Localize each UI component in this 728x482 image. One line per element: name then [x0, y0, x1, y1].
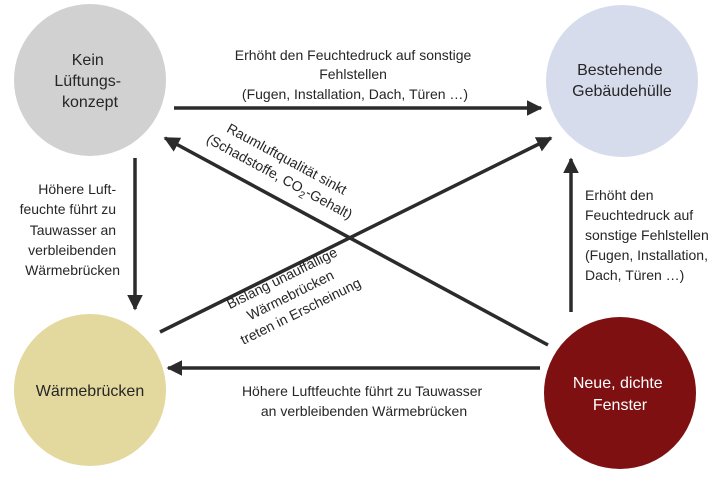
- edge-label-line: Höhere Luft-: [38, 181, 116, 197]
- node-label-line: Gebäudehülle: [572, 83, 672, 100]
- edge-label-line: Erhöht den: [585, 187, 654, 203]
- edge-label-line: Dach, Türen …): [585, 267, 684, 283]
- node-label-line: Lüftungs-: [54, 73, 121, 90]
- edge-label-line: Erhöht den Feuchtedruck auf sonstige: [235, 47, 472, 63]
- edge-label-line: Höhere Luftfeuchte führt zu Tauwasser: [242, 383, 483, 399]
- node-label-line: konzept: [62, 94, 119, 111]
- node-label-line: Wärmebrücken: [36, 383, 144, 400]
- node-label-line: Bestehende: [577, 62, 663, 79]
- node-bestehende-gebaeudehuelle: [546, 5, 698, 157]
- edge-label-diagonal-up: Bislang unauffällige Wärmebrücken treten…: [221, 240, 364, 347]
- edge-label-line: Tauwasser an: [30, 222, 116, 238]
- edge-label-line: an verbleibenden Wärmebrücken: [261, 403, 467, 419]
- edge-label-top: Erhöht den Feuchtedruck auf sonstige Feh…: [235, 47, 475, 102]
- node-label-waermebruecken: Wärmebrücken: [36, 383, 144, 400]
- edge-label-line: (Fugen, Installation, Dach, Türen …): [242, 86, 468, 102]
- edge-label-subscript: 2: [296, 189, 307, 202]
- node-label-line: Fenster: [593, 397, 648, 414]
- node-label-line: Kein: [72, 52, 104, 69]
- node-kein-lueftungskonzept: [14, 4, 166, 156]
- node-neue-dichte-fenster: [544, 317, 696, 469]
- edge-label-bottom: Höhere Luftfeuchte führt zu Tauwasser an…: [242, 383, 486, 419]
- node-label-bestehende-gebaeudehuelle: Bestehende Gebäudehülle: [572, 62, 672, 100]
- edge-label-line: feuchte führt zu: [20, 201, 117, 217]
- edge-label-right: Erhöht den Feuchtedruck auf sonstige Feh…: [585, 187, 713, 283]
- edge-label-line: Wärmebrücken: [25, 262, 120, 278]
- node-waermebruecken: [14, 314, 166, 466]
- arrow-waermebruecken-to-gebaeudehuelle: [159, 136, 553, 334]
- node-label-line: Neue, dichte: [573, 375, 663, 392]
- arrow-fenster-to-kein: [163, 136, 549, 347]
- edge-label-line: Fehlstellen: [319, 66, 387, 82]
- edge-label-left: Höhere Luft- feuchte führt zu Tauwasser …: [20, 181, 120, 278]
- edge-label-line: verbleibenden: [28, 242, 116, 258]
- edge-label-line: sonstige Fehlstellen: [585, 227, 709, 243]
- edge-label-line: Feuchtedruck auf: [585, 207, 693, 223]
- edge-label-line: (Fugen, Installation,: [585, 247, 708, 263]
- node-label-neue-dichte-fenster: Neue, dichte Fenster: [573, 375, 667, 414]
- node-label-kein-lueftungskonzept: Kein Lüftungs- konzept: [54, 52, 125, 111]
